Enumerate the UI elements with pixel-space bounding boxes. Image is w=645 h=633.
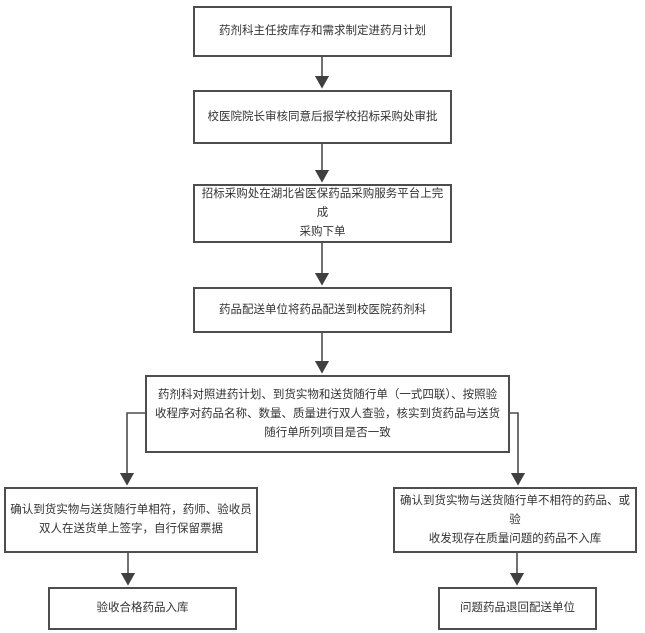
- flow-node-storage-in: 验收合格药品入库: [48, 587, 237, 630]
- arrow-inspection-to-mismatch: [510, 412, 526, 486]
- flow-node-mismatch-reject: 确认到货实物与送货随行单不相符的药品、或验 收发现存在质量问题的药品不入库: [393, 487, 637, 553]
- flow-node-monthly-plan: 药剂科主任按库存和需求制定进药月计划: [193, 6, 452, 57]
- arrow-inspection-to-match: [119, 412, 145, 486]
- flow-node-return-goods: 问题药品退回配送单位: [438, 587, 597, 630]
- flow-node-approval: 校医院院长审核同意后报学校招标采购处审批: [193, 90, 452, 144]
- flow-node-place-order: 招标采购处在湖北省医保药品采购服务平台上完成 采购下单: [193, 184, 452, 243]
- flow-node-inspection: 药剂科对照进药计划、到货实物和送货随行单（一式四联）、按照验 收程序对药品名称、…: [145, 375, 510, 453]
- flow-node-match-sign: 确认到货实物与送货随行单相符，药师、验收员 双人在送货单上签字，自行保留票据: [4, 487, 258, 553]
- flow-node-delivery: 药品配送单位将药品配送到校医院药剂科: [193, 287, 452, 333]
